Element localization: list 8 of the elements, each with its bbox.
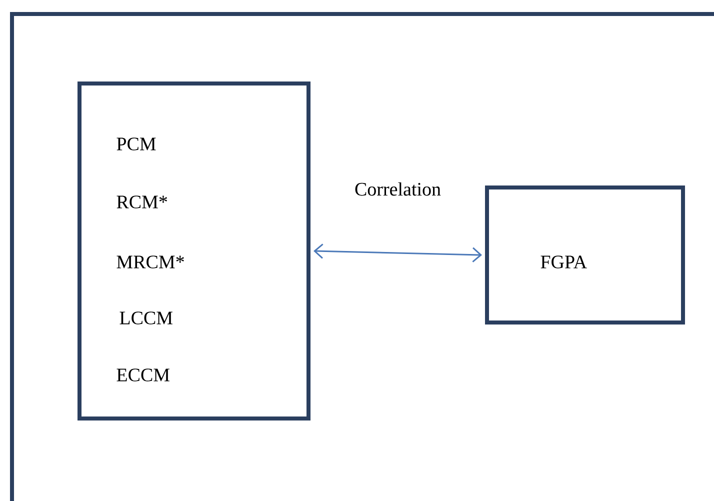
box-label: ECCM: [116, 368, 170, 382]
box-label: PCM: [116, 138, 156, 150]
box-label: FGPA: [540, 256, 587, 268]
box-label: LCCM: [120, 312, 172, 324]
box-label: RCM*: [116, 196, 168, 208]
arrow: [314, 244, 482, 262]
box-label: MRCM*: [116, 256, 184, 268]
edge-label: Correlation: [354, 181, 442, 197]
